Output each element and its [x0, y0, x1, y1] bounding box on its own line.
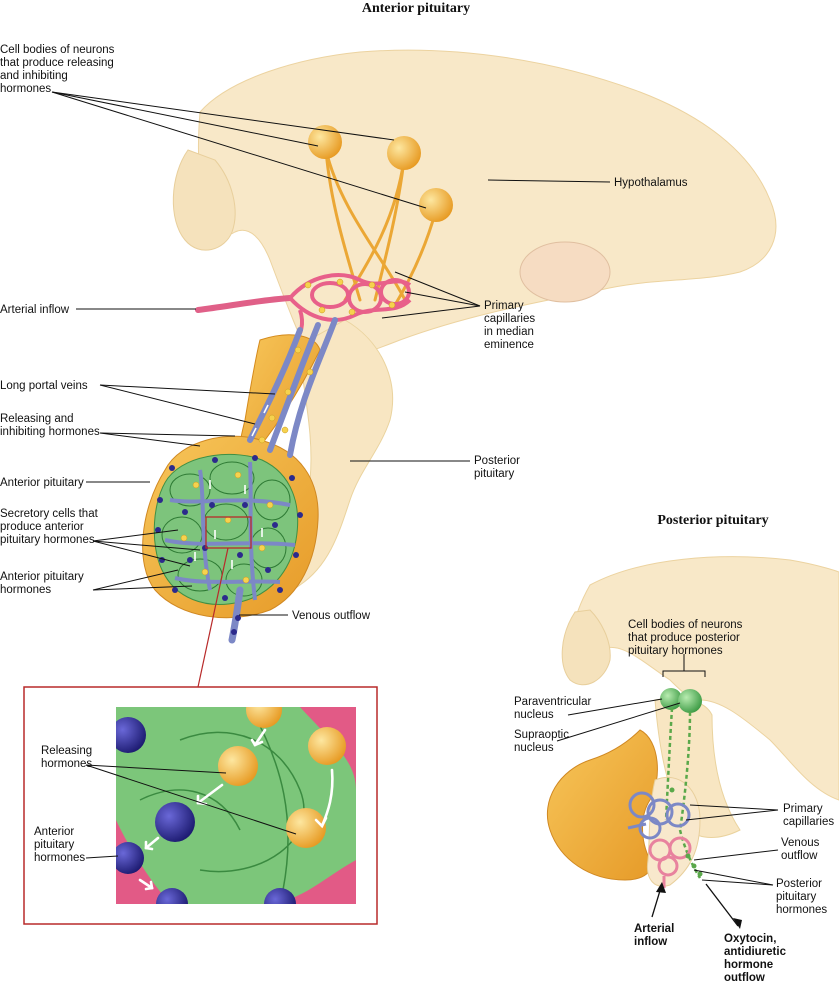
- hypothalamus-left-lobe: [172, 149, 236, 251]
- inset-cell-region: [116, 707, 356, 904]
- posterior-hormone-granules: [669, 787, 703, 877]
- inset-gold-hormone-4: [286, 808, 326, 848]
- posterior-illustration: [546, 556, 839, 888]
- label-posterior-arterial-inflow: Arterial inflow: [634, 923, 677, 948]
- zoom-connector-line: [197, 547, 229, 688]
- label-paraventricular-nucleus: Paraventricular nucleus: [514, 696, 595, 721]
- inset-blue-hormone-1: [116, 717, 146, 753]
- neuron-cell-body-3: [419, 188, 453, 222]
- label-releasing-inhibiting-hormones: Releasing and inhibiting hormones: [0, 413, 100, 438]
- anterior-pituitary-title: Anterior pituitary: [362, 1, 470, 16]
- inset-gold-hormone-1: [246, 707, 282, 728]
- anterior-hormone-dots: [155, 455, 303, 635]
- inset-gold-hormone-2: [218, 746, 258, 786]
- label-oxytocin-adh-outflow: Oxytocin, antidiuretic hormone outflow: [724, 933, 789, 984]
- label-anterior-pituitary: Anterior pituitary: [0, 477, 84, 489]
- inset-blue-hormone-4: [156, 888, 188, 904]
- posterior-pituitary-lobe: [264, 319, 394, 598]
- releasing-hormone-dots: [180, 278, 396, 584]
- arterial-inflow-vessel: [195, 295, 293, 313]
- label-supraoptic-nucleus: Supraoptic nucleus: [514, 729, 572, 754]
- label-cell-bodies-posterior: Cell bodies of neurons that produce post…: [628, 619, 746, 657]
- inset-blue-hormone-5: [264, 888, 296, 904]
- inset-label-anterior-pituitary-hormones: Anterior pituitary hormones: [34, 826, 85, 864]
- label-venous-outflow: Venous outflow: [292, 610, 371, 622]
- zoom-region-marker: [205, 516, 252, 549]
- posterior-leader-lines: [556, 654, 779, 929]
- inset-gold-hormone-3: [308, 727, 346, 765]
- inset-cell-boundary-1: [179, 731, 305, 873]
- posterior-pituitary-title: Posterior pituitary: [657, 513, 768, 528]
- neuron-cell-body-2: [387, 136, 421, 170]
- posterior-left-lobe: [561, 609, 611, 686]
- label-long-portal-veins: Long portal veins: [0, 380, 88, 392]
- label-cell-bodies-releasing: Cell bodies of neurons that produce rele…: [0, 44, 118, 95]
- inset-label-releasing-hormones: Releasing hormones: [41, 745, 95, 770]
- label-secretory-cells: Secretory cells that produce anterior pi…: [0, 508, 101, 546]
- supraoptic-nucleus: [678, 689, 702, 713]
- hormone-flow-arrows: [194, 404, 269, 569]
- venous-outflow-vessel: [228, 586, 244, 644]
- neuron-cell-body-1: [308, 125, 342, 159]
- inset-blue-hormone-3: [116, 842, 144, 874]
- label-posterior-primary-capillaries: Primary capillaries: [783, 803, 834, 828]
- label-posterior-venous-outflow: Venous outflow: [781, 837, 823, 862]
- label-posterior-pituitary: Posterior pituitary: [474, 455, 523, 480]
- anterior-leader-lines: [51, 91, 611, 616]
- inset-blue-hormone-2: [155, 802, 195, 842]
- label-anterior-pituitary-hormones: Anterior pituitary hormones: [0, 571, 87, 596]
- label-hypothalamus: Hypothalamus: [614, 177, 688, 189]
- label-arterial-inflow: Arterial inflow: [0, 304, 70, 316]
- long-portal-veins: [247, 317, 338, 458]
- label-posterior-pituitary-hormones: Posterior pituitary hormones: [776, 878, 827, 916]
- posterior-venous-capillaries: [648, 836, 692, 888]
- zoom-inset: Releasing hormones Anterior pituitary ho…: [23, 686, 378, 925]
- posterior-lobe: [646, 776, 701, 887]
- posterior-primary-capillaries: [627, 791, 691, 840]
- mammillary-body: [519, 241, 611, 303]
- posterior-view-anterior-lobe: [546, 729, 658, 881]
- inset-cell-boundary-3: [139, 789, 241, 831]
- label-primary-capillaries-median-eminence: Primary capillaries in median eminence: [484, 300, 538, 351]
